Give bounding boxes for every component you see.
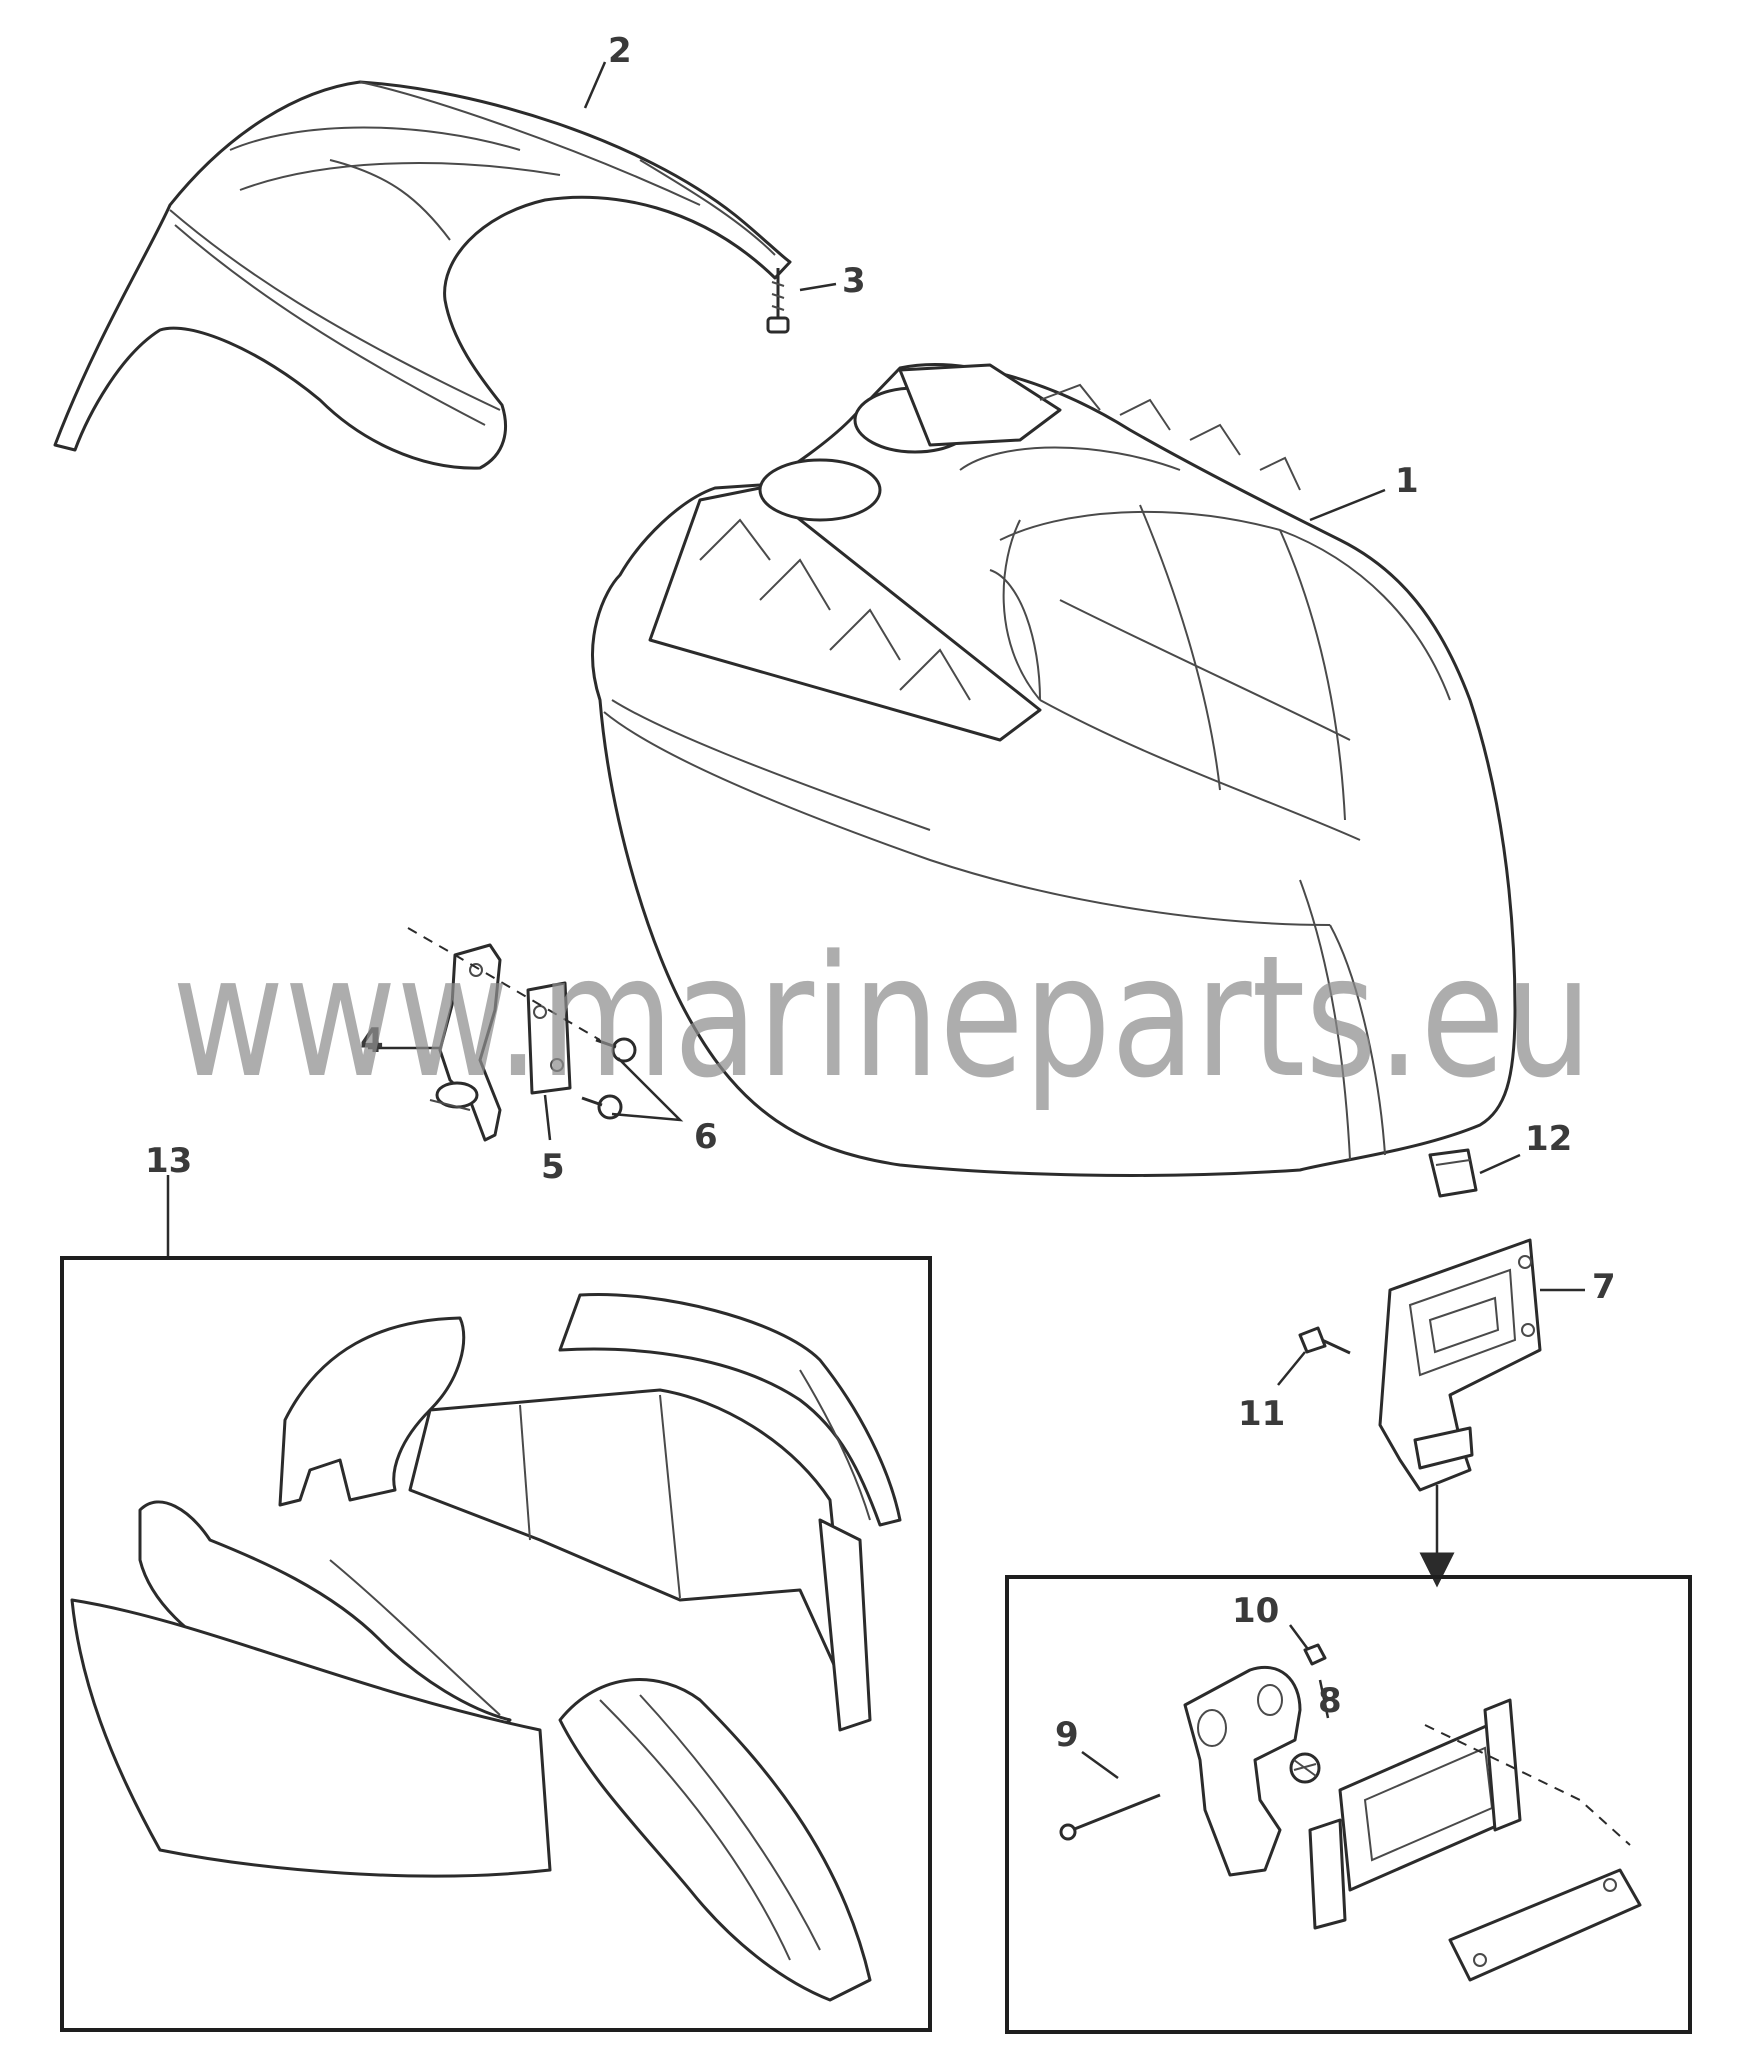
callout-9: 9 [1055, 1715, 1079, 1755]
backing-plate [1448, 1868, 1642, 1982]
latch-plate-5 [526, 981, 572, 1095]
kit-panel-lower-right [558, 1678, 872, 2002]
screw-3 [766, 268, 790, 334]
top-cowl-cover [53, 80, 792, 470]
callout-11: 11 [1238, 1394, 1285, 1434]
kit-panel-lower-left [70, 1598, 552, 1878]
callout-4: 4 [360, 1021, 384, 1061]
nut-10 [1303, 1643, 1327, 1666]
main-cowl [591, 363, 1517, 1177]
latch-frame-plate [1308, 1698, 1522, 1930]
screws-6 [581, 1037, 637, 1120]
pin-9 [1059, 1793, 1161, 1841]
pad-12 [1428, 1148, 1478, 1198]
kit-panel-front-side [278, 1316, 466, 1507]
callout-1: 1 [1395, 461, 1419, 501]
kit-panel-center [408, 1388, 872, 1732]
callout-5: 5 [541, 1147, 565, 1187]
leader-lines [166, 61, 1585, 1780]
callout-2: 2 [608, 31, 632, 71]
callout-13: 13 [145, 1141, 192, 1181]
latch-bracket-4 [429, 943, 502, 1142]
rear-latch-bracket-7 [1378, 1238, 1542, 1492]
bolt-11 [1298, 1326, 1351, 1355]
callout-labels: 2 3 1 4 5 6 13 12 7 11 10 8 9 [145, 31, 1616, 1755]
assembly-line-inset [1424, 1724, 1631, 1846]
callout-6: 6 [694, 1117, 718, 1157]
callout-7: 7 [1592, 1267, 1616, 1307]
callout-10: 10 [1232, 1591, 1279, 1631]
spring-8 [1289, 1752, 1321, 1784]
watermark: www.marineparts.eu [172, 919, 1592, 1115]
latch-detail-frame [1005, 1575, 1692, 2034]
kit-13-frame [60, 1256, 932, 2032]
latch-hook-body [1183, 1665, 1302, 1877]
kit-panel-top-right [558, 1292, 902, 1527]
assembly-line-latch [407, 927, 601, 1041]
callout-8: 8 [1318, 1681, 1342, 1721]
callout-12: 12 [1525, 1119, 1572, 1159]
callout-3: 3 [842, 261, 866, 301]
